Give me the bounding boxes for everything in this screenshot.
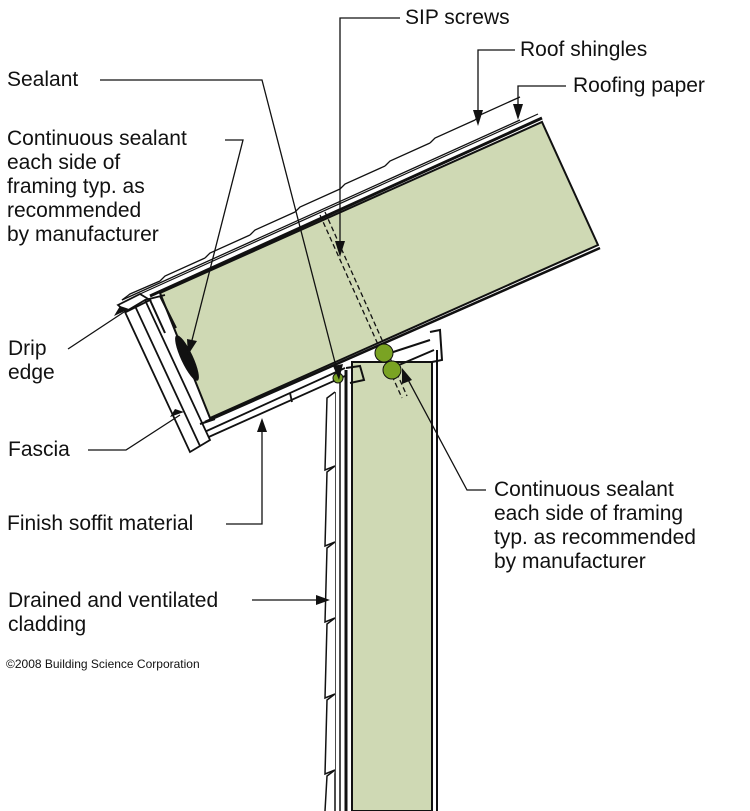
label-roofing-paper: Roofing paper — [573, 74, 705, 97]
label-line: each side of framing — [494, 502, 684, 525]
label-drip-edge: Drip edge — [8, 337, 55, 385]
label-line: Drained and ventilated — [8, 589, 219, 612]
copyright-notice: ©2008 Building Science Corporation — [6, 657, 200, 671]
label-line: by manufacturer — [7, 223, 159, 246]
leader-fascia — [88, 414, 181, 451]
sealant-bead-right-a — [374, 343, 394, 363]
label-line: framing typ. as — [7, 175, 145, 198]
label-line: recommended — [7, 199, 142, 222]
roofing-paper — [139, 113, 539, 295]
leader-lines — [67, 17, 566, 601]
leader-sip-screws — [339, 17, 400, 250]
wall-sip-panel — [351, 361, 433, 811]
label-fascia: Fascia — [8, 438, 70, 461]
label-line: Continuous sealant — [7, 127, 187, 150]
leader-drip-edge — [67, 311, 125, 350]
leader-continuous-sealant-right — [404, 373, 486, 491]
label-line: typ. as recommended — [494, 526, 696, 549]
label-line: by manufacturer — [494, 550, 646, 573]
finish-soffit — [199, 367, 346, 441]
label-line: edge — [8, 361, 55, 384]
label-finish-soffit: Finish soffit material — [7, 512, 194, 535]
leader-finish-soffit — [226, 426, 263, 525]
sealant-bead-right-b — [382, 360, 402, 380]
label-line: cladding — [8, 613, 87, 636]
leader-roof-shingles — [477, 49, 515, 120]
sealant-bead-left — [175, 335, 199, 381]
label-sealant: Sealant — [7, 68, 79, 91]
leader-arrowheads — [114, 104, 523, 605]
label-continuous-sealant-left: Continuous sealant each side of framing … — [7, 127, 187, 247]
label-line: Continuous sealant — [494, 478, 674, 501]
label-drained-cladding: Drained and ventilated cladding — [8, 589, 218, 637]
label-line: Drip — [8, 337, 47, 360]
leader-sealant — [100, 79, 339, 375]
roof-deck-bottom — [204, 246, 601, 424]
label-sip-screws: SIP screws — [405, 6, 510, 29]
leader-continuous-sealant-left — [189, 139, 244, 349]
wall-cladding — [324, 391, 336, 811]
roof-deck-top — [149, 116, 543, 298]
leader-roofing-paper — [517, 85, 566, 114]
label-continuous-sealant-right: Continuous sealant each side of framing … — [494, 478, 696, 574]
roof-shingles — [121, 96, 521, 301]
fascia-assembly — [123, 294, 212, 454]
label-roof-shingles: Roof shingles — [520, 38, 648, 61]
label-line: each side of — [7, 151, 121, 174]
